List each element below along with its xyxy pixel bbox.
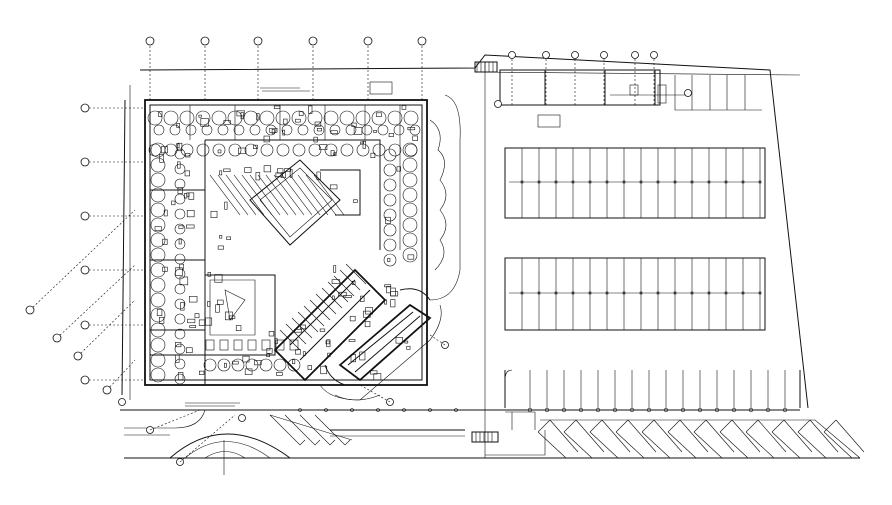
gates [369,61,499,443]
grid-bubble-left [80,211,90,221]
grid-bubble-top-right [600,51,608,59]
grid-bubble-left [80,265,90,275]
grid-bubble-left [80,103,90,113]
landscape-edge [429,94,461,301]
grid-lines-diagonal [25,89,692,466]
grid-bubble-top-right [571,51,579,59]
grid-bubble-diagonal [52,333,62,343]
grid-bubble-top [253,36,263,46]
street-road [124,409,860,475]
grid-bubble-top [363,36,373,46]
callout-bubble [494,100,502,108]
grid-bubble-diagonal [102,385,112,395]
grid-bubble-left [80,375,90,385]
callout-bubble [118,398,126,406]
street-parking-left [269,414,353,446]
callout-bubble [684,89,692,97]
grid-bubble-top [417,36,427,46]
grid-bubble-diagonal [73,351,83,361]
grid-bubble-top-right [650,51,658,59]
site-boundary [120,54,809,458]
grid-bubble-left [80,320,90,330]
street-parking-right [537,419,865,459]
site-callout-tags [505,84,685,430]
grid-lines-left [80,103,145,385]
parking-lot [499,69,762,128]
entrance-canopy [319,288,442,401]
wall-note-lines [185,87,310,407]
grid-bubble-top [145,36,155,46]
grid-bubble-left [80,157,90,167]
grid-bubble-top-right [631,51,639,59]
grid-bubble-top [200,36,210,46]
room-furniture-layer [147,105,421,385]
callout-bubble [238,414,246,422]
grid-bubble-diagonal [25,305,35,315]
grid-bubble-top-right [542,51,550,59]
grid-bubble-top-right [508,51,516,59]
grid-bubble-top [308,36,318,46]
grid-lines-top [145,36,658,105]
parking-bays [298,147,801,413]
